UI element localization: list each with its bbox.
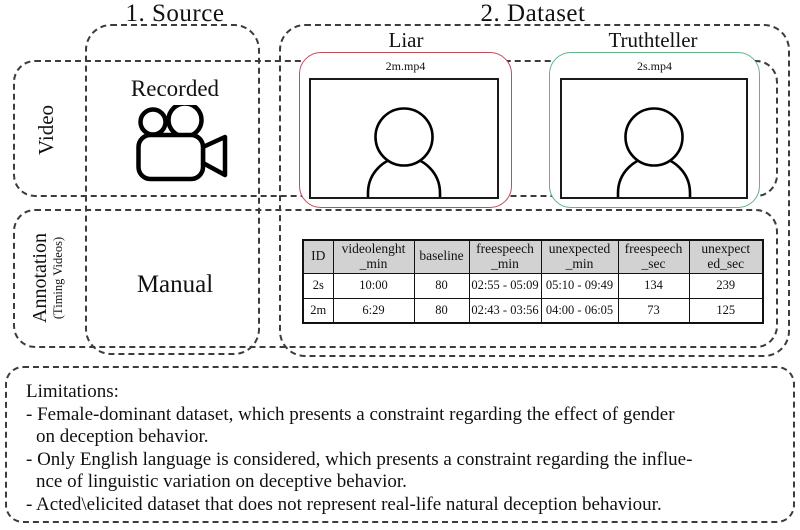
cell: 2s bbox=[302, 272, 334, 299]
col-freespeech-min: freespeech_min bbox=[468, 239, 542, 274]
limitation-item-continuation: nce of linguistic variation on deceptive… bbox=[36, 471, 407, 492]
cell: 05:10 - 09:49 bbox=[540, 272, 619, 299]
annotation-row-title: Annotation bbox=[29, 233, 51, 323]
annotation-row-sublabel: (Timing Videos) bbox=[51, 236, 65, 320]
dataset-column-box bbox=[279, 24, 790, 357]
video-camera-icon bbox=[136, 105, 228, 182]
limitations-title: Limitations: bbox=[26, 381, 119, 402]
limitation-item: - Female-dominant dataset, which present… bbox=[26, 403, 675, 425]
annotation-row-label: Annotation (Timing Videos) bbox=[29, 203, 74, 353]
col-id: ID bbox=[302, 239, 334, 274]
cell: 10:00 bbox=[332, 272, 415, 299]
limitation-item-continuation: on deception behavior. bbox=[36, 426, 209, 447]
truthteller-video-filename: 2s.mp4 bbox=[636, 59, 672, 73]
person-icon bbox=[366, 107, 442, 197]
source-header: 1. Source bbox=[125, 0, 225, 27]
liar-video-filename: 2m.mp4 bbox=[385, 59, 426, 73]
table-row: 2s 10:00 80 02:55 - 05:09 05:10 - 09:49 … bbox=[302, 272, 764, 299]
liar-highlight-box: 2m.mp4 bbox=[299, 52, 512, 208]
person-icon bbox=[616, 107, 692, 197]
cell: 2m bbox=[302, 297, 334, 324]
cell: 239 bbox=[688, 272, 764, 299]
cell: 6:29 bbox=[332, 297, 415, 324]
cell: 04:00 - 06:05 bbox=[540, 297, 619, 324]
truthteller-highlight-box: 2s.mp4 bbox=[549, 52, 760, 208]
cell: 02:55 - 05:09 bbox=[468, 272, 542, 299]
table-row: 2m 6:29 80 02:43 - 03:56 04:00 - 06:05 7… bbox=[302, 297, 764, 324]
truthteller-video-frame bbox=[560, 78, 748, 199]
timing-table: ID videolenght_min baseline freespeech_m… bbox=[302, 239, 764, 324]
cell: 73 bbox=[617, 297, 690, 324]
limitation-item: - Acted\elicited dataset that does not r… bbox=[26, 493, 662, 515]
col-unexpected-min: unexpected_min bbox=[540, 239, 619, 274]
dataset-header: 2. Dataset bbox=[480, 0, 586, 27]
cell: 02:43 - 03:56 bbox=[468, 297, 542, 324]
manual-label: Manual bbox=[136, 271, 214, 298]
cell: 125 bbox=[688, 297, 764, 324]
truthteller-label: Truthteller bbox=[608, 28, 698, 52]
table-header-row: ID videolenght_min baseline freespeech_m… bbox=[302, 239, 764, 274]
col-baseline: baseline bbox=[413, 239, 470, 274]
limitations-text: Limitations: - Female-dominant dataset, … bbox=[26, 381, 786, 516]
annotation-row-box bbox=[13, 209, 778, 348]
col-videolenght-min: videolenght_min bbox=[332, 239, 415, 274]
cell: 134 bbox=[617, 272, 690, 299]
cell: 80 bbox=[413, 297, 470, 324]
source-column-box bbox=[85, 24, 260, 355]
col-freespeech-sec: freespeech_sec bbox=[617, 239, 690, 274]
limitation-item: - Only English language is considered, w… bbox=[26, 448, 693, 470]
recorded-label: Recorded bbox=[130, 76, 220, 101]
liar-video-frame bbox=[309, 78, 499, 199]
video-row-label: Video bbox=[34, 104, 58, 156]
cell: 80 bbox=[413, 272, 470, 299]
limitations-box bbox=[5, 366, 795, 523]
liar-label: Liar bbox=[388, 28, 424, 52]
